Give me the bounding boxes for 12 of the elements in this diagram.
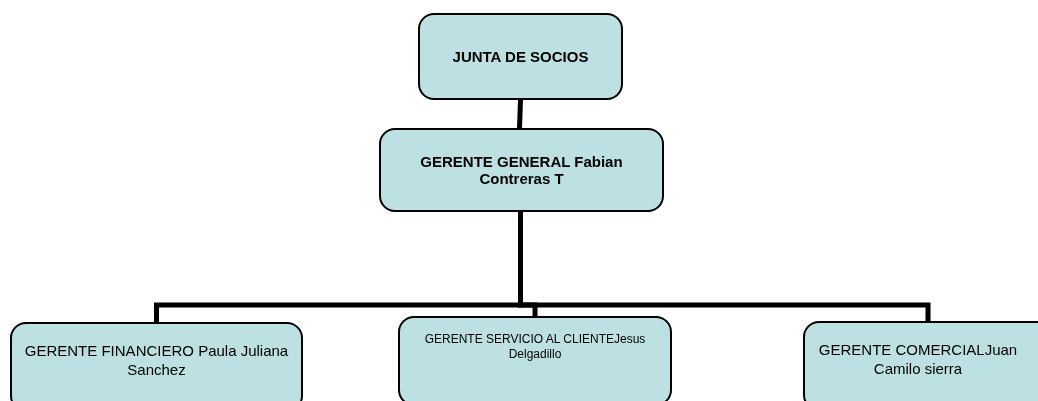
- role-label: GERENTE FINANCIERO Paula Juliana Sanchez: [23, 342, 290, 380]
- role-label: GERENTE GENERAL Fabian Contreras T: [419, 153, 624, 187]
- org-box: [379, 128, 664, 212]
- org-box: [803, 321, 1038, 401]
- connector-line: [518, 212, 931, 321]
- org-box: [398, 316, 672, 401]
- org-box: [418, 13, 623, 100]
- org-box: [10, 322, 303, 401]
- connector-line: [517, 99, 523, 129]
- role-label: JUNTA DE SOCIOS: [452, 48, 589, 65]
- role-label: GERENTE SERVICIO AL CLIENTEJesus Delgadillo: [423, 332, 647, 362]
- role-label: GERENTE COMERCIALJuan Camilo sierra: [817, 341, 1019, 379]
